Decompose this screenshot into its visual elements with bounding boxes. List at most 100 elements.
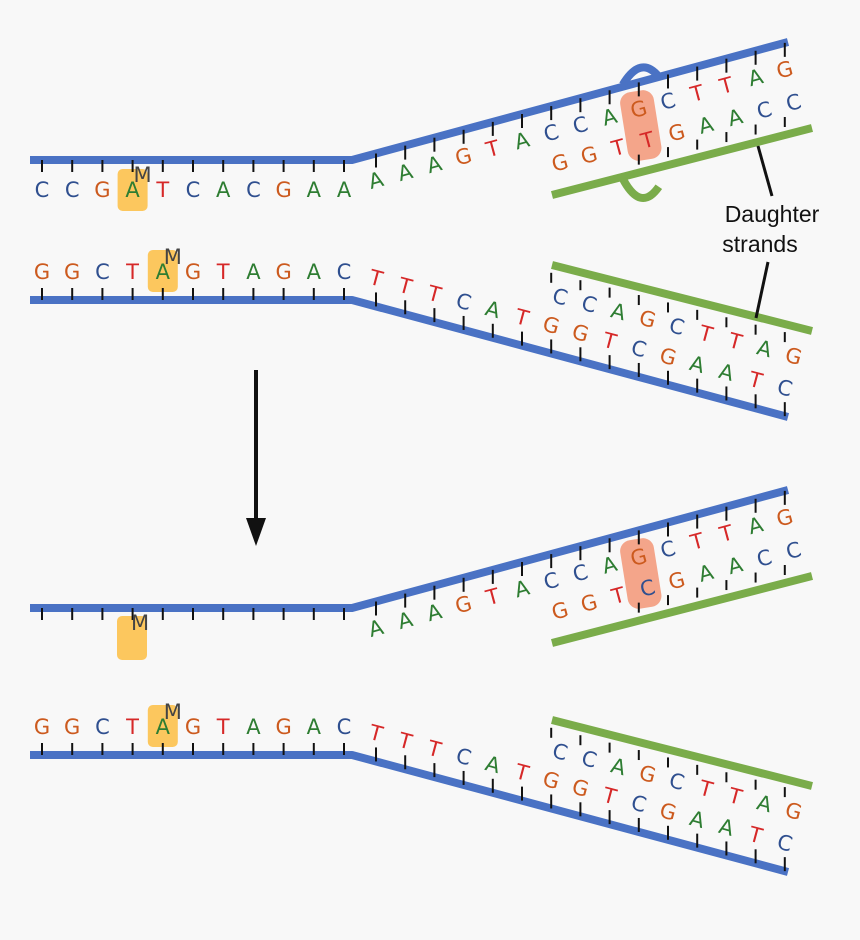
after-top-daughter-base: C — [754, 545, 774, 572]
before-bottom-daughter-base: A — [608, 298, 629, 325]
before-bottom-slope-base: A — [483, 296, 504, 323]
before-top-daughter-base: C — [783, 89, 803, 116]
after-top-daughter-base: A — [725, 552, 746, 579]
before-top-slope-base: A — [395, 159, 416, 186]
before-bottom-base: T — [216, 260, 230, 284]
after-bottom-slope-base: T — [512, 759, 532, 786]
before-bottom-slope-base: T — [599, 328, 619, 355]
after-bottom-base: G — [34, 715, 50, 739]
strands-layer — [30, 38, 813, 876]
after-methyl-box — [117, 616, 147, 660]
before-parent-bulge — [619, 63, 662, 87]
after-top-daughter-base: A — [696, 560, 717, 587]
callout-line-bottom — [754, 261, 770, 319]
before-bottom-daughter-base: T — [696, 321, 716, 348]
after-bottom-base: T — [125, 715, 139, 739]
before-bottom-base: A — [156, 260, 171, 284]
before-bottom-base: G — [185, 260, 201, 284]
before-bottom-daughter-strand — [551, 261, 813, 335]
after-bottom-slope-base: G — [540, 767, 562, 794]
after-bottom-base: C — [95, 715, 110, 739]
daughter-strands-label-line1: Daughter — [725, 201, 820, 227]
after-bottom-slope-base: A — [483, 751, 504, 778]
after-bottom-parent-strand — [30, 751, 790, 876]
before-top-parent-strand — [30, 38, 790, 164]
daughter-strands-label-line2: strands — [722, 231, 797, 257]
before-top-slope-base: A — [600, 104, 621, 131]
after-top-slope-base: G — [453, 591, 475, 618]
after-bottom-slope-base: T — [599, 783, 619, 810]
before-top-daughter-base: C — [754, 97, 774, 124]
after-top-daughter-strand — [551, 572, 813, 647]
after-bottom-daughter-base: C — [579, 746, 599, 773]
after-bottom-slope-base: T — [366, 720, 386, 747]
after-bottom-daughter-base: A — [608, 753, 629, 780]
before-mismatch-box — [620, 90, 662, 161]
before-bottom-slope-base: T — [366, 265, 386, 292]
before-bottom-slope-base: T — [512, 304, 532, 331]
before-bottom-slope-base: C — [453, 288, 473, 315]
after-top-slope-base: A — [600, 552, 621, 579]
callout-line-top — [756, 145, 774, 197]
before-top-base: A — [216, 178, 231, 202]
before-top-daughter-base: G — [666, 119, 688, 146]
before-top-slope-base: A — [746, 64, 767, 91]
after-top-slope-base: A — [395, 607, 416, 634]
after-top-daughter-base: C — [637, 575, 657, 602]
before-bottom-daughter-base: C — [667, 313, 687, 340]
before-top-base: C — [186, 178, 201, 202]
after-bottom-slope-base: A — [687, 806, 708, 833]
after-bottom-base: A — [246, 715, 261, 739]
after-top-slope-base: C — [658, 536, 678, 563]
after-bottom-slope-base: C — [775, 830, 795, 857]
after-bottom-slope-base: G — [657, 798, 679, 825]
after-top-slope-base: C — [541, 568, 561, 595]
after-top-slope-base: A — [746, 512, 767, 539]
before-bottom-slope-base: T — [745, 367, 765, 394]
before-top-slope-base: C — [658, 88, 678, 115]
before-bottom-base: G — [34, 260, 50, 284]
before-top-base: G — [94, 178, 110, 202]
after-bottom-daughter-strand — [551, 716, 813, 790]
before-bottom-slope-base: G — [569, 320, 591, 347]
after-top-daughter-base: G — [578, 590, 600, 617]
after-bottom-slope-base: C — [453, 743, 473, 770]
before-methyl-box — [117, 169, 148, 211]
before-top-slope-base: T — [716, 72, 736, 99]
before-bottom-daughter-base: C — [550, 284, 570, 311]
before-top-slope-base: T — [483, 136, 503, 163]
before-top-slope-base: A — [512, 127, 533, 154]
before-bottom-slope-base: A — [716, 359, 737, 386]
before-bottom-slope-base: C — [629, 335, 649, 362]
after-methyl-box — [147, 705, 178, 747]
before-top-slope-base: G — [628, 96, 650, 123]
before-bottom-slope-base: T — [395, 273, 415, 300]
before-top-base: A — [125, 178, 140, 202]
before-top-daughter-base: T — [608, 135, 628, 162]
after-top-daughter-base: G — [666, 567, 688, 594]
after-top-slope-base: T — [483, 584, 503, 611]
before-bottom-base: A — [246, 260, 261, 284]
before-top-daughter-base: A — [696, 112, 717, 139]
after-methyl-mark: M — [131, 611, 149, 635]
before-top-base: G — [275, 178, 291, 202]
after-bottom-base: A — [307, 715, 322, 739]
before-bottom-slope-base: C — [775, 375, 795, 402]
before-bottom-slope-base: G — [540, 312, 562, 339]
before-top-daughter-base: A — [725, 104, 746, 131]
after-bottom-base: G — [275, 715, 291, 739]
after-repaired-box — [620, 538, 662, 609]
arrow-head-icon — [246, 518, 266, 546]
after-bottom-slope-base: T — [745, 822, 765, 849]
before-top-slope-base: G — [774, 56, 796, 83]
before-daughter-bulge — [619, 176, 663, 202]
after-top-slope-base: A — [366, 615, 387, 642]
after-bottom-base: T — [216, 715, 230, 739]
after-top-daughter-base: G — [549, 597, 571, 624]
before-bottom-daughter-base: G — [637, 306, 659, 333]
before-top-slope-base: A — [424, 151, 445, 178]
after-bottom-daughter-base: T — [696, 776, 716, 803]
after-methyl-mark: M — [164, 700, 182, 724]
before-bottom-base: G — [64, 260, 80, 284]
